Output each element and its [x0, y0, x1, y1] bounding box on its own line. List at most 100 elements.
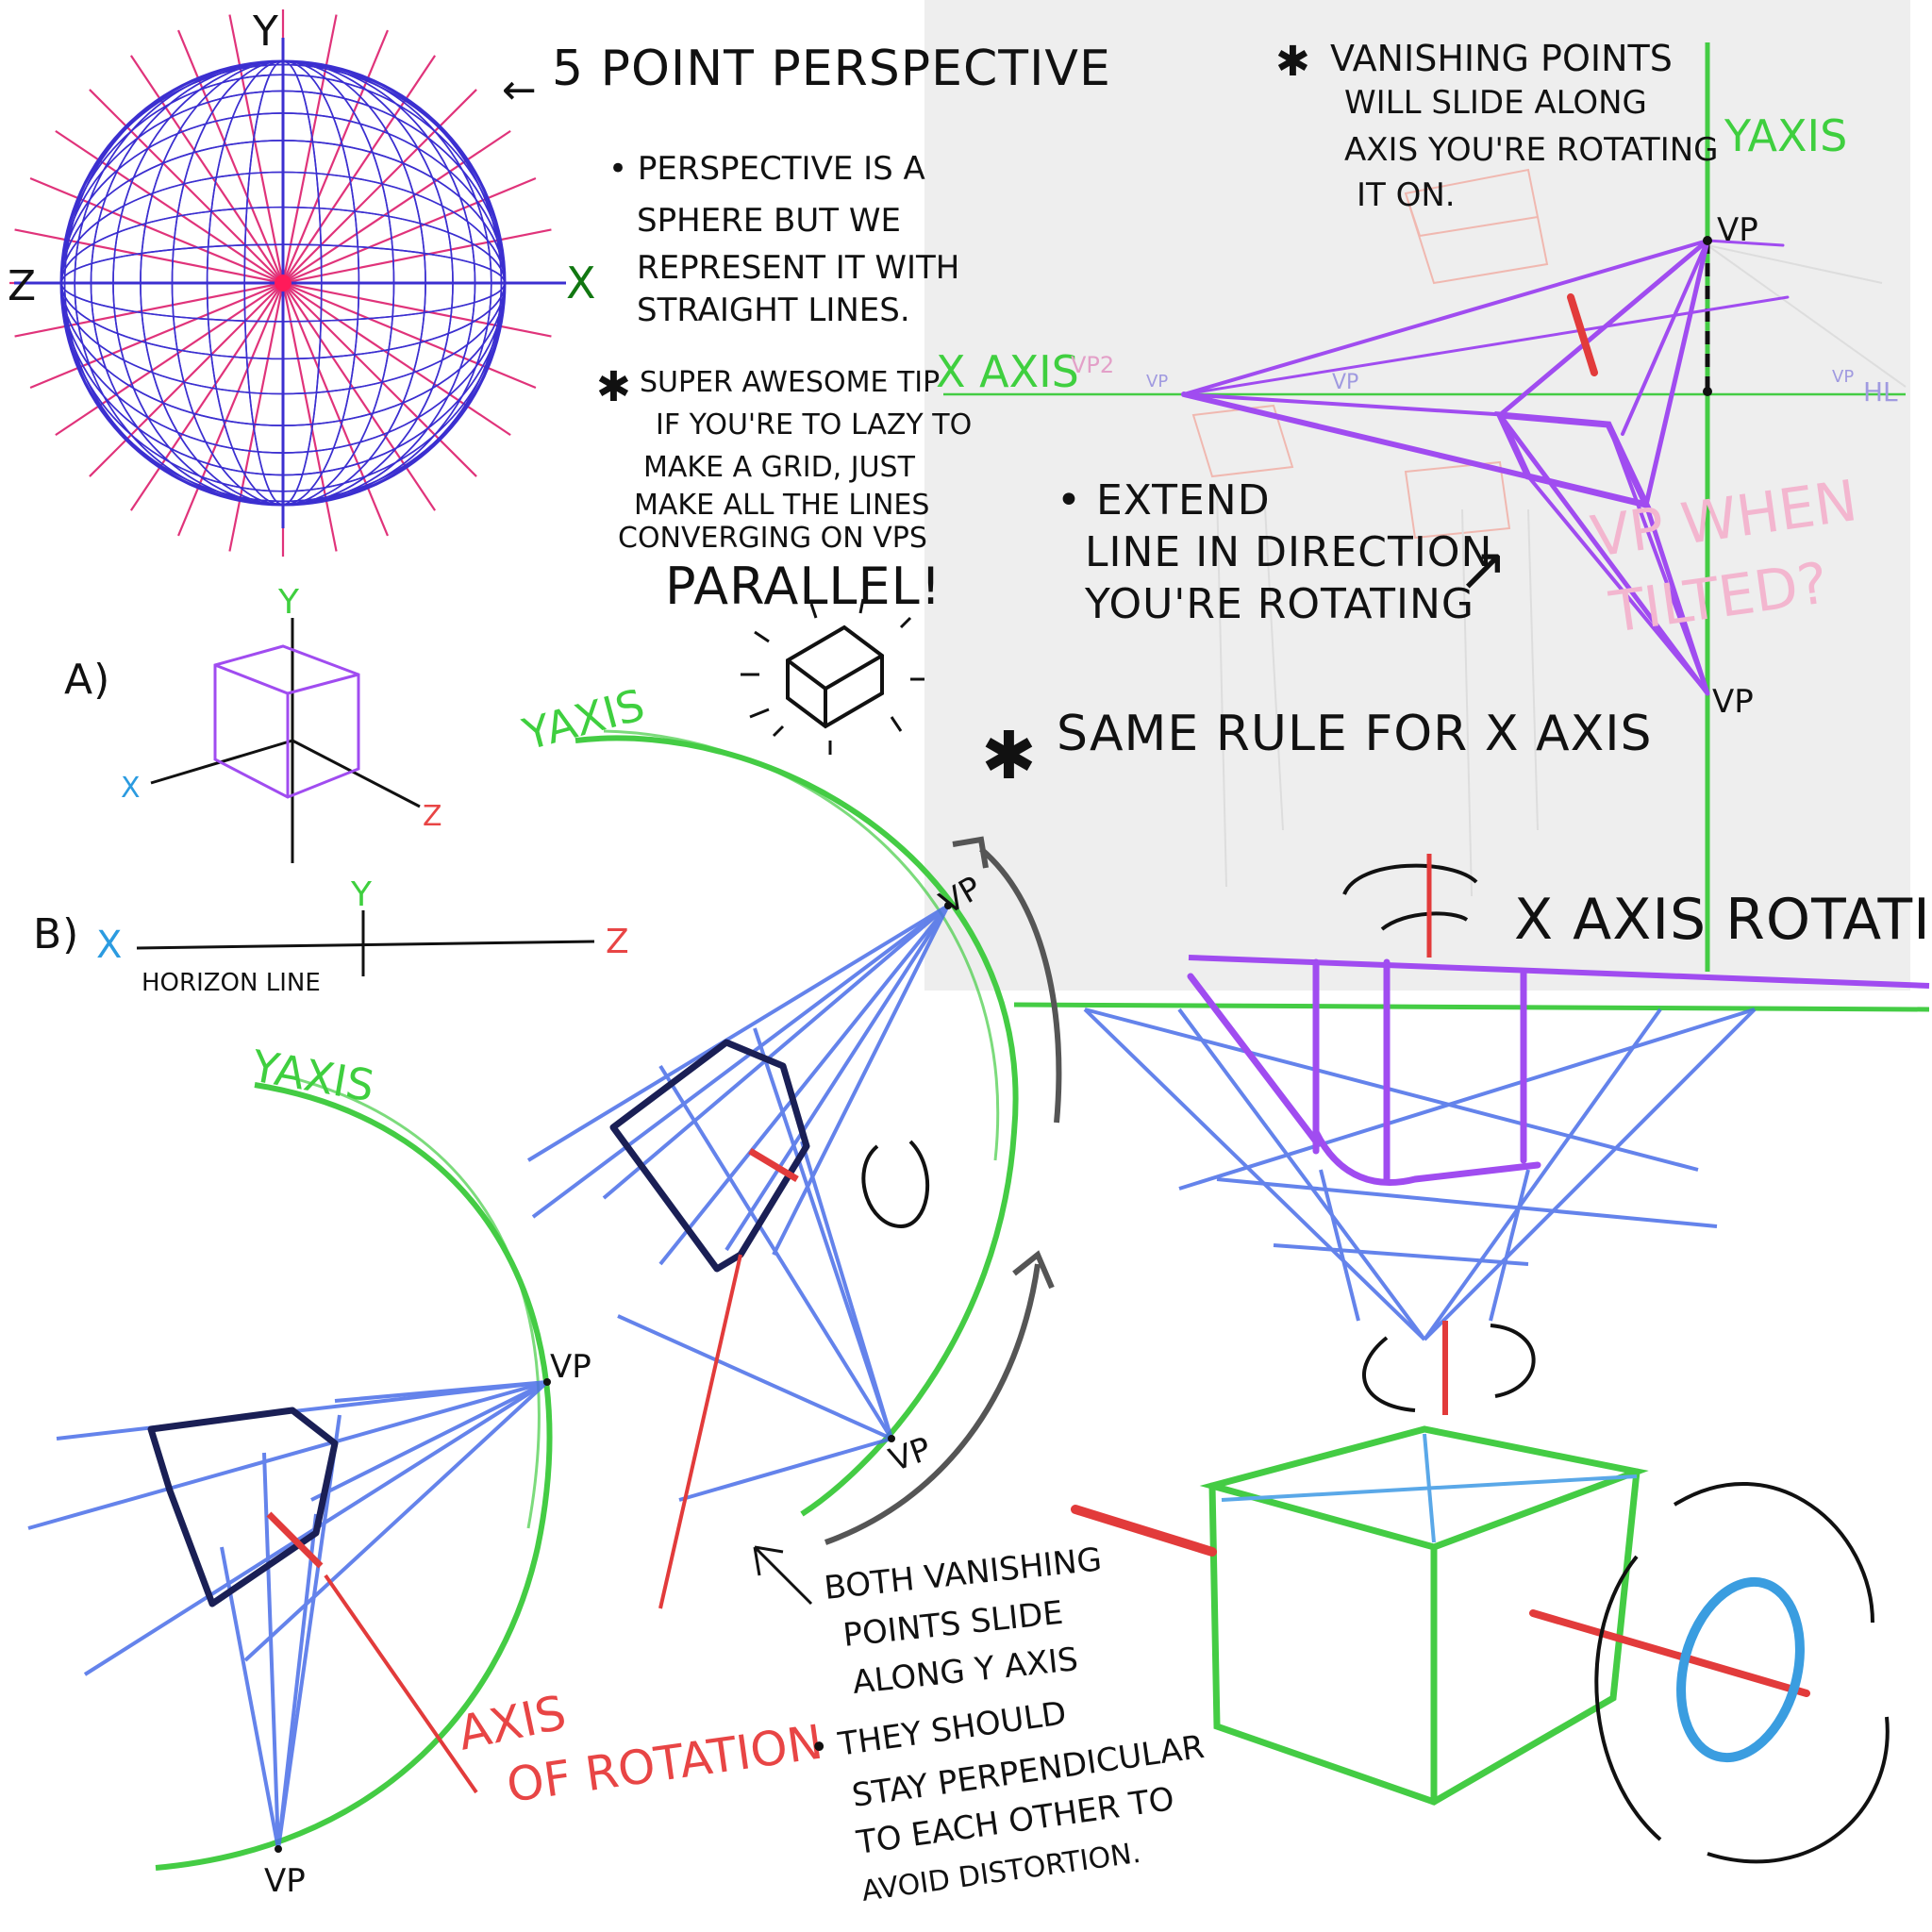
vp-note-star: ✱	[1275, 38, 1311, 86]
panel-drawing: ✱ VANISHING POINTS WILL SLIDE ALONG AXIS…	[936, 38, 1907, 972]
panel-vp-faint-mid: VP	[1332, 371, 1358, 394]
both-note-line1: BOTH VANISHING	[823, 1541, 1104, 1607]
radial-line	[281, 282, 338, 552]
vp-note-line1: VANISHING POINTS	[1330, 38, 1673, 79]
lower-rotate-arrow	[824, 1250, 1055, 1545]
x-rotation-title: X AXIS ROTATION	[1514, 887, 1932, 953]
lower-red-arrow	[324, 1574, 478, 1794]
x-rot-green-horizon	[1013, 1002, 1930, 1012]
panel-x-axis-label: X AXIS	[936, 346, 1079, 397]
panel-vp-bottom: VP	[1712, 683, 1754, 721]
x-rot-purple-horizon	[1188, 955, 1930, 989]
upper-vp-bottom-dot	[888, 1435, 895, 1442]
tip-line5: CONVERGING ON VPS	[618, 522, 927, 555]
panel-vp-faint-left: VP	[1146, 372, 1168, 391]
note1-line4: STRAIGHT LINES.	[637, 291, 910, 329]
vp-note-line2: WILL SLIDE ALONG	[1344, 84, 1647, 122]
upper-red-tick	[748, 1147, 799, 1183]
diagram-a-axes-cube: A) Y X Z	[64, 583, 442, 863]
panel-hl-faint: HL	[1863, 376, 1898, 408]
b-label-z: Z	[606, 923, 629, 961]
x-rot-arrow-right	[1490, 1324, 1536, 1398]
same-rule-star: ✱	[981, 717, 1038, 794]
vp-note-line3: AXIS YOU'RE ROTATING	[1344, 131, 1719, 169]
upper-blue-lines	[526, 904, 950, 1502]
lower-vp-right: VP	[550, 1348, 591, 1386]
lower-y-axis-label: YAXIS	[247, 1040, 378, 1111]
rotation-arrow-top	[1673, 1482, 1874, 1624]
vp-note-line4: IT ON.	[1357, 176, 1456, 214]
x-rot-arrow-top	[1342, 863, 1478, 895]
x-rot-cube-blue-top	[1221, 1433, 1638, 1543]
lower-y-axis-arc	[155, 1082, 553, 1871]
faint-guide-lines	[1216, 244, 1907, 897]
rotation-ellipse-icon	[1676, 1576, 1805, 1763]
purple-construction	[1181, 238, 1790, 696]
note1-line1: • PERSPECTIVE IS A	[608, 150, 925, 188]
upper-red-arrow	[658, 1254, 742, 1609]
b-label-y: Y	[350, 875, 373, 914]
tip-line2: IF YOU'RE TO LAZY TO	[656, 408, 972, 441]
upper-rotate-arrow	[952, 836, 1062, 1124]
panel-vp-faint-right: VP	[1832, 367, 1854, 387]
lower-y-axis-arc-2	[282, 1074, 541, 1529]
note1-line2: SPHERE BUT WE	[637, 202, 901, 240]
lower-vp-right-dot	[543, 1378, 551, 1386]
sphere-arrow: ←	[502, 66, 538, 114]
radial-line	[281, 29, 389, 284]
a-label-y: Y	[277, 583, 300, 622]
panel-vp-top-dot	[1703, 236, 1712, 245]
b-horizon-line	[136, 940, 595, 950]
y-axis-rotation-diagram: YAXIS YAXIS VP VP	[27, 679, 1207, 1908]
radial-line	[89, 282, 284, 477]
sphere-label-y: Y	[252, 8, 279, 56]
x-rot-red-side-right	[1529, 1609, 1810, 1697]
extend-line3: YOU'RE ROTATING	[1084, 580, 1474, 628]
rotation-arrow-right	[1707, 1716, 1890, 1864]
panel-vp-mid-dot	[1703, 387, 1712, 396]
tip-star: ✱	[596, 363, 632, 411]
x-rot-purple-box	[1187, 958, 1541, 1186]
panel-vp2-faint: VP2	[1071, 352, 1114, 378]
x-rot-red-side-left	[1071, 1505, 1217, 1557]
diagram-b-horizon: B) X Y Z HORIZON LINE	[33, 875, 629, 997]
upper-vp-top-dot	[944, 902, 952, 909]
note1-line3: REPRESENT IT WITH	[637, 249, 959, 287]
perspective-sphere: Y Z X	[8, 8, 596, 557]
a-purple-cube	[213, 644, 360, 799]
sphere-label-x: X	[566, 258, 596, 308]
rotation-arrow-left	[1594, 1555, 1662, 1841]
lower-vp-bottom-dot	[275, 1845, 282, 1853]
panel-vp-top: VP	[1717, 211, 1758, 249]
radial-line	[14, 228, 284, 285]
radial-line	[177, 29, 285, 284]
x-rot-blue-lines	[1083, 1008, 1757, 1341]
extend-arrow: ↗	[1457, 535, 1509, 605]
note-super-tip: ✱ SUPER AWESOME TIP IF YOU'RE TO LAZY TO…	[596, 363, 972, 616]
radial-line	[282, 228, 552, 285]
diagram-a-label: A)	[64, 656, 110, 704]
radial-line	[282, 281, 537, 389]
a-label-z: Z	[423, 800, 442, 833]
radial-line	[281, 282, 389, 537]
a-z-axis	[291, 739, 421, 808]
sphere-label-z: Z	[8, 262, 37, 310]
faint-pink-boxes	[1191, 168, 1549, 540]
note-perspective-sphere: • PERSPECTIVE IS A SPHERE BUT WE REPRESE…	[608, 150, 959, 329]
sphere-title: 5 POINT PERSPECTIVE	[552, 41, 1111, 97]
radial-line	[282, 282, 477, 477]
radial-line	[29, 177, 284, 285]
x-rot-green-cube	[1199, 1425, 1649, 1806]
extend-line1: • EXTEND	[1057, 476, 1271, 525]
extend-line2: LINE IN DIRECTION	[1085, 528, 1492, 576]
radial-line	[177, 282, 285, 537]
radial-line	[281, 14, 338, 284]
lower-red-tick	[266, 1511, 324, 1569]
center-vanishing-point	[275, 275, 291, 291]
tip-line4: MAKE ALL THE LINES	[634, 489, 929, 522]
glowing-cube-icon	[741, 598, 924, 755]
b-horizon-caption: HORIZON LINE	[142, 969, 321, 997]
upper-y-axis-arc-2	[603, 729, 1000, 1161]
radial-line	[228, 282, 285, 552]
